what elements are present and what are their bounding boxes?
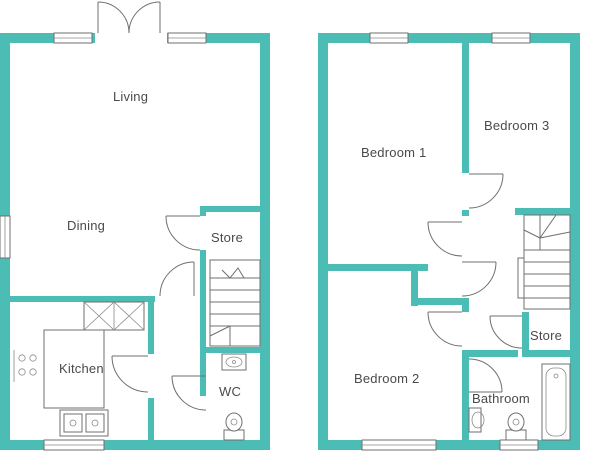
room-label-store-ground: Store (211, 230, 244, 245)
store-left-wall-stub (200, 206, 206, 216)
kitchen-right-wall-lower (148, 398, 154, 440)
bathroom-door (468, 358, 503, 393)
wc-basin-icon (221, 353, 247, 371)
store-top-wall (200, 206, 260, 212)
store-top-wall-first (570, 305, 577, 315)
first-bottom-wall (318, 440, 580, 450)
first-staircase (517, 214, 571, 310)
store-door (165, 215, 201, 251)
room-label-bedroom3: Bedroom 3 (484, 118, 550, 133)
bedroom3-door (468, 173, 504, 209)
room-label-living: Living (113, 89, 149, 104)
ground-bottom-wall (0, 440, 270, 450)
cupboard-door (461, 261, 497, 297)
first-floor-plan (318, 32, 580, 451)
bath-icon (541, 363, 571, 441)
bedroom1-door (427, 221, 463, 257)
bedroom3-left-wall (462, 43, 469, 173)
bathroom-toilet-icon (505, 412, 527, 441)
room-label-bathroom: Bathroom (472, 391, 530, 406)
first-right-wall (570, 33, 580, 450)
hall-door (159, 261, 195, 297)
bedroom3-bottom-wall (515, 208, 577, 215)
kitchen-top-wall (10, 296, 155, 302)
bedroom2-right-wall-mid (462, 298, 469, 312)
ground-floor-plan (0, 1, 270, 451)
room-label-bedroom1: Bedroom 1 (361, 145, 427, 160)
room-label-wc: WC (219, 384, 242, 399)
store-door-first (489, 315, 523, 349)
room-label-dining: Dining (67, 218, 106, 233)
kitchen-right-wall-upper (148, 296, 154, 354)
room-label-bedroom2: Bedroom 2 (354, 371, 420, 386)
store-bottom-wall-first (522, 350, 577, 357)
french-doors (95, 1, 167, 45)
landing-wall-stub (462, 210, 469, 216)
bathroom-left-wall (462, 350, 469, 440)
store-left-wall (200, 250, 206, 396)
store-left-wall-first (522, 312, 529, 357)
bathroom-top-wall-left (462, 350, 518, 357)
kitchen-units (43, 301, 145, 437)
hob-icon (13, 350, 37, 382)
wc-top-wall (200, 347, 260, 353)
cupboard-bottom-wall (411, 298, 469, 305)
wc-door (171, 375, 207, 411)
room-label-store-first: Store (530, 328, 563, 343)
room-label-kitchen: Kitchen (59, 361, 104, 376)
kitchen-door (111, 355, 149, 393)
first-top-wall (318, 33, 580, 43)
first-left-wall (318, 33, 328, 450)
ground-right-wall (260, 33, 270, 450)
bedroom2-right-wall-upper (411, 264, 418, 306)
bathroom-basin-icon (468, 407, 485, 433)
ground-staircase (209, 259, 261, 347)
bedroom1-bottom-wall (328, 264, 428, 271)
bedroom2-door (427, 311, 463, 347)
wc-toilet-icon (223, 412, 245, 441)
